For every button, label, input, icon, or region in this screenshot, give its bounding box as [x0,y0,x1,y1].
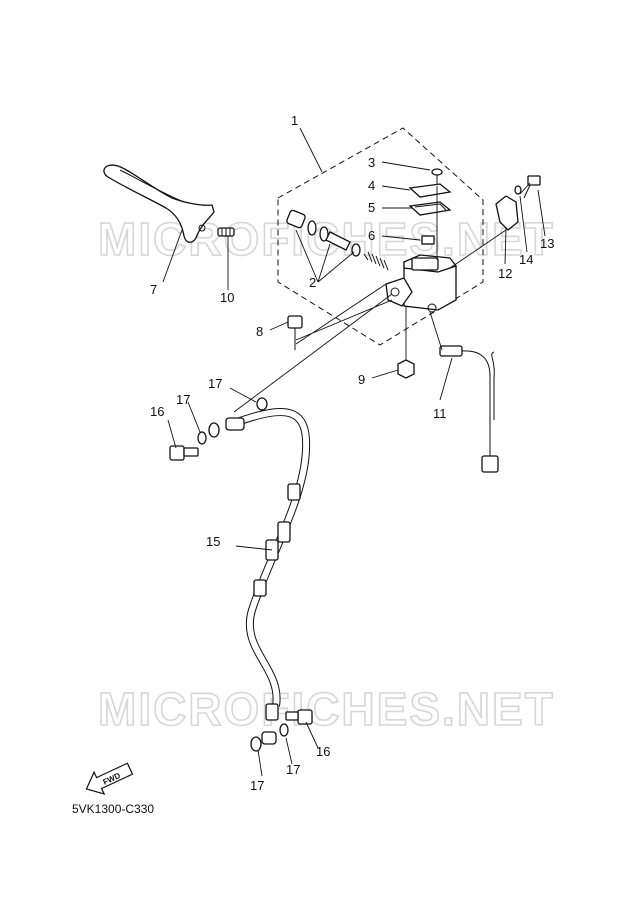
callout-4: 4 [368,178,375,193]
union-bolt-top[interactable] [169,445,199,461]
master-cylinder-holder[interactable] [495,195,519,231]
hose-banjo-bottom[interactable] [261,731,277,745]
copper-washer-bottom-left[interactable] [250,736,262,752]
rubber-cap[interactable] [421,235,435,245]
lever-pivot-bolt[interactable] [217,227,235,237]
callout-11: 11 [433,406,447,421]
lever-nut[interactable] [397,359,415,379]
callout-9: 9 [358,372,365,387]
callout-leaders [162,127,546,777]
callout-16-bottom: 16 [316,744,330,759]
callout-10: 10 [220,290,234,305]
brake-hose[interactable] [225,408,311,721]
assembly-lead-lines [233,182,531,413]
copper-washer-top-upper[interactable] [256,397,268,411]
callout-13: 13 [540,236,554,251]
forward-arrow-icon: FWD [85,762,134,795]
reservoir-cap[interactable] [408,183,452,198]
holder-washer[interactable] [514,185,522,195]
brake-lever[interactable] [103,164,215,243]
callout-2: 2 [309,275,316,290]
diagram-code: 5VK1300-C330 [72,802,155,816]
assembly-outline [277,127,484,346]
diaphragm[interactable] [408,201,452,216]
callout-16-top: 16 [150,404,164,419]
diaphragm-edge [414,203,447,211]
callout-6: 6 [368,228,375,243]
copper-washer-bottom-right[interactable] [279,723,289,737]
callout-15: 15 [206,534,220,549]
callout-14: 14 [519,252,533,267]
callout-1: 1 [291,113,298,128]
callout-17-bottom-right: 17 [286,762,300,777]
callout-17-top-left: 17 [176,392,190,407]
cap-screw[interactable] [431,168,443,185]
callout-17-top-right: 17 [208,376,222,391]
callout-5: 5 [368,200,375,215]
brake-switch[interactable] [439,345,499,473]
piston-kit[interactable] [286,209,389,271]
copper-washer-top-inner[interactable] [197,431,207,445]
watermark-bottom: MICROFICHES.NET [98,683,555,735]
union-bolt-bottom[interactable] [285,709,313,725]
callout-17-bottom-left: 17 [250,778,264,793]
master-cylinder-body[interactable] [385,254,458,313]
holder-bolt[interactable] [523,175,541,199]
callout-8: 8 [256,324,263,339]
callout-7: 7 [150,282,157,297]
copper-washer-top-outer[interactable] [208,422,220,438]
lever-bolt[interactable] [287,315,303,350]
callout-12: 12 [498,266,512,281]
callout-3: 3 [368,155,375,170]
